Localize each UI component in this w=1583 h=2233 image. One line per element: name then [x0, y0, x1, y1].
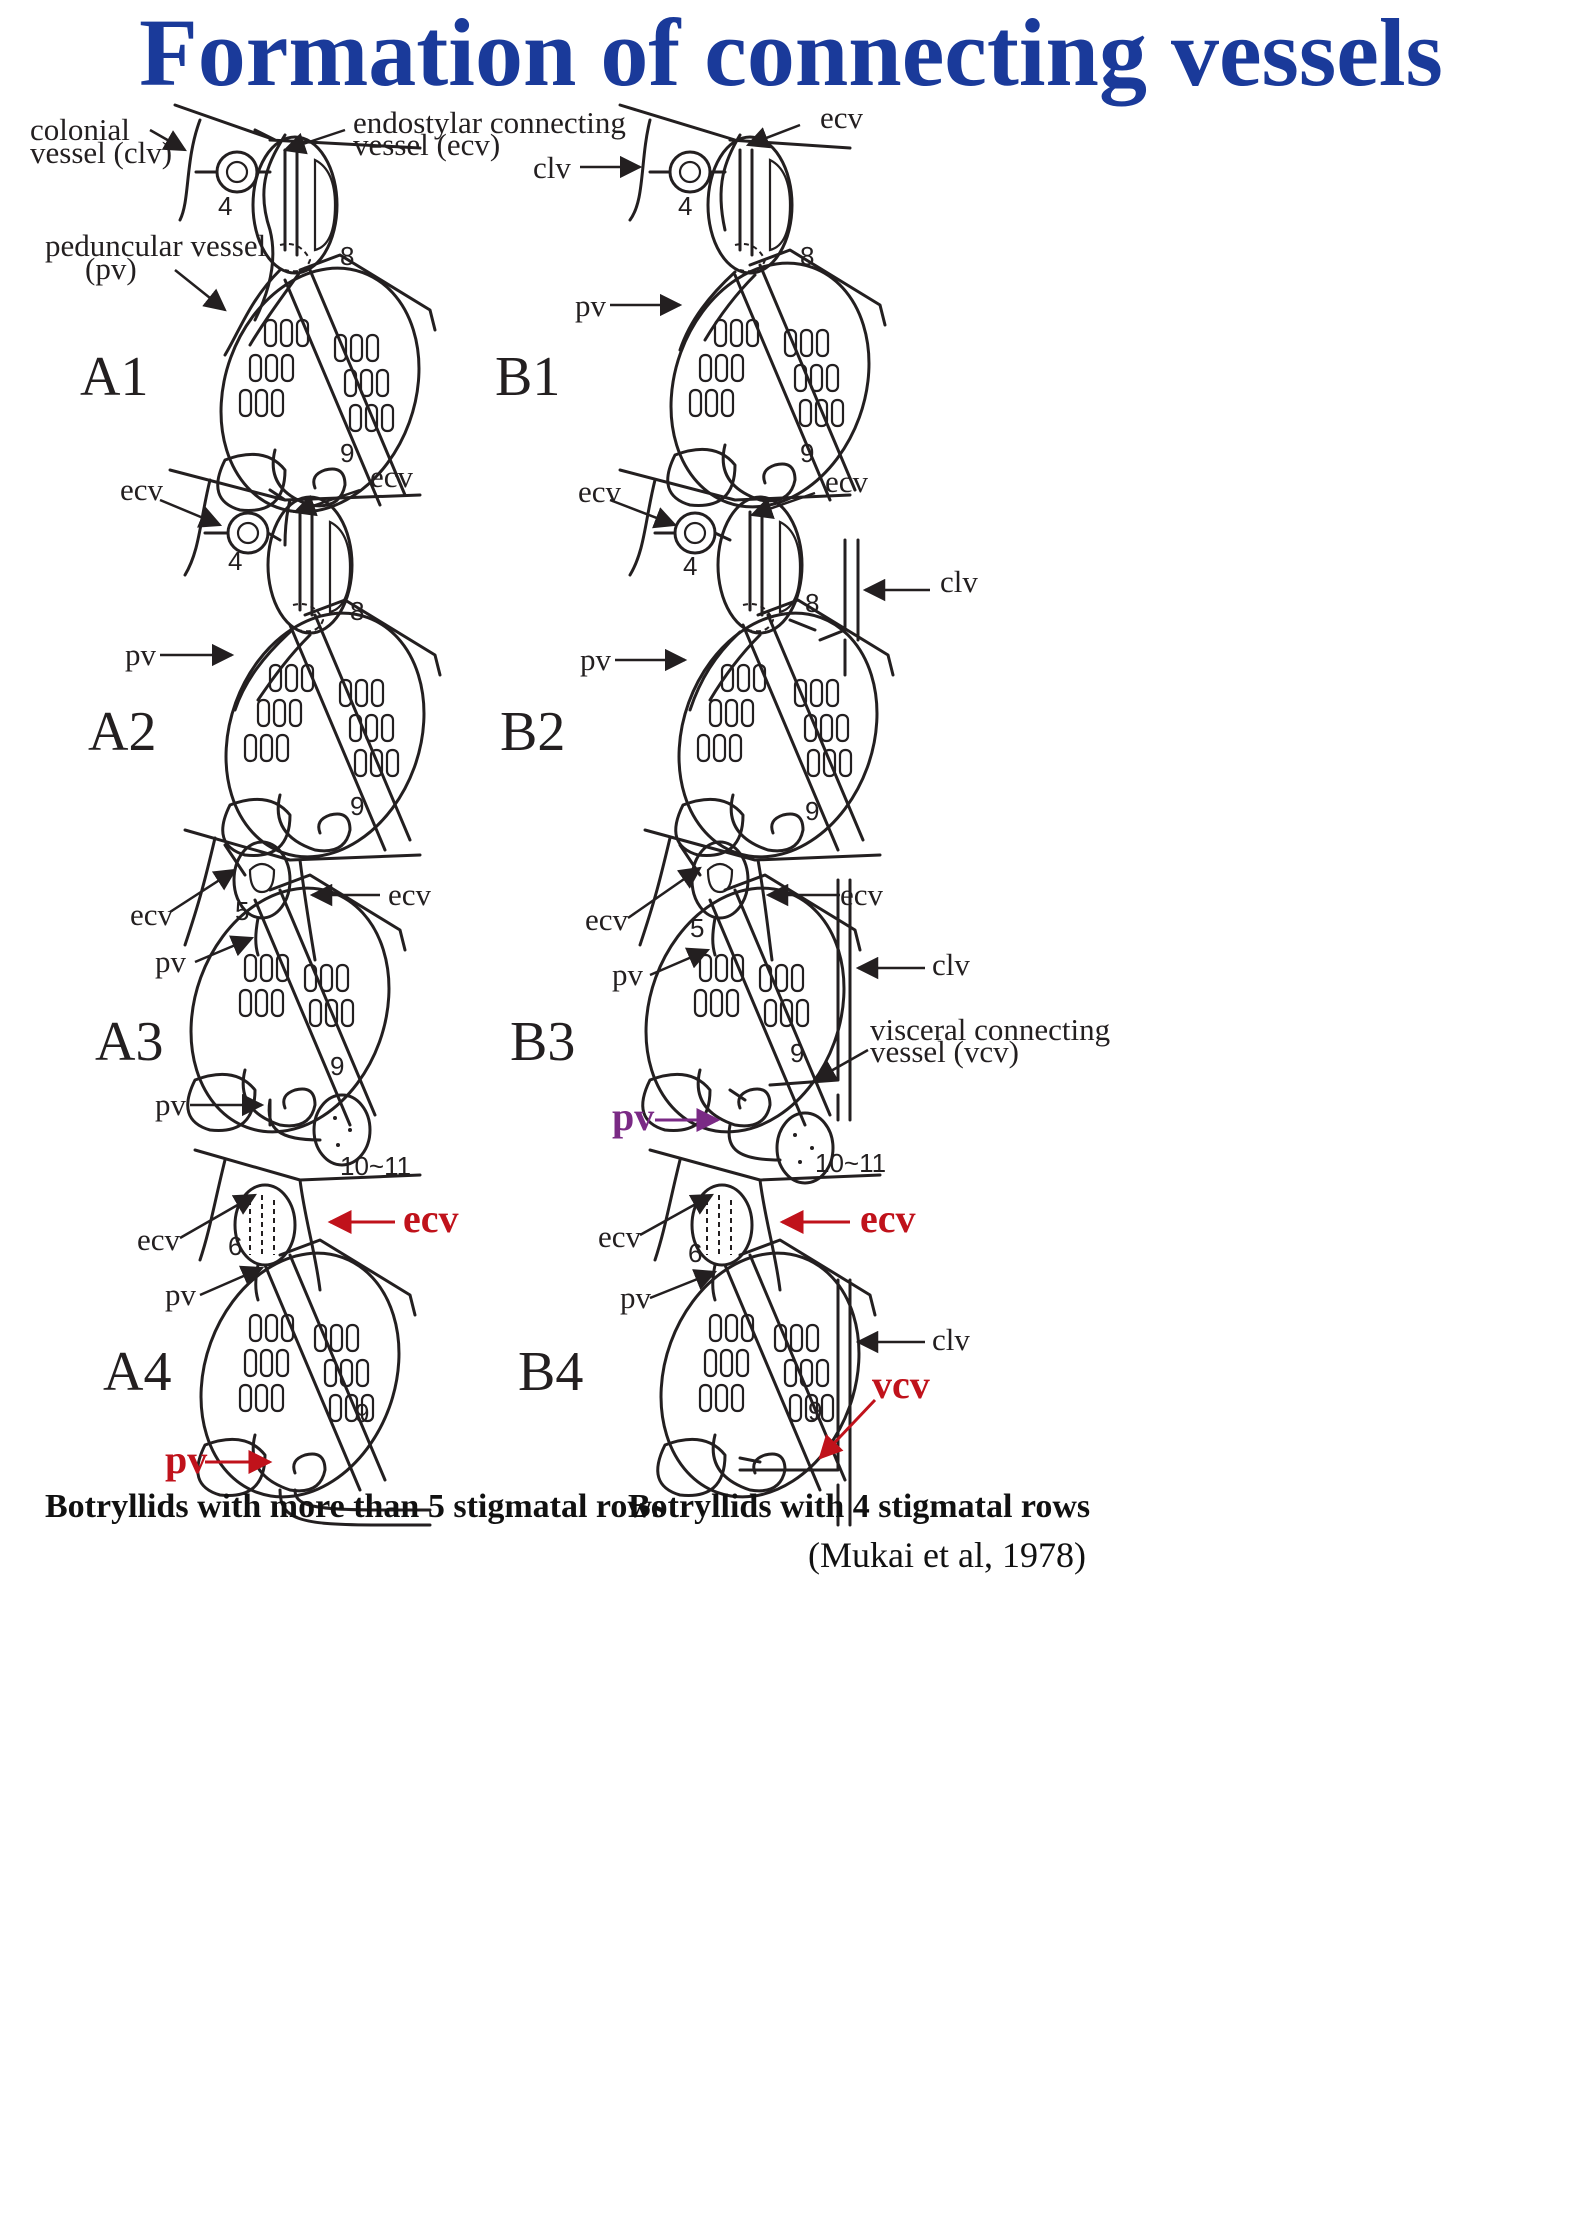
stage-b3-5: 5 — [690, 913, 704, 943]
annotation-arrows — [149, 123, 930, 1474]
panel-label-a1: A1 — [80, 346, 148, 408]
label-pv-full-2: (pv) — [85, 251, 137, 286]
panel-label-a3: A3 — [95, 1011, 163, 1073]
label-pv-full-1: peduncular vessel — [45, 228, 266, 263]
label-b3-clv: clv — [932, 947, 970, 982]
label-b2-clv: clv — [940, 564, 978, 599]
label-b4-clv: clv — [932, 1322, 970, 1357]
label-ecv-full-1: endostylar connecting — [353, 105, 626, 140]
panel-b4-drawing — [626, 1148, 894, 1527]
label-a4-pv: pv — [165, 1277, 197, 1312]
stage-a2-4: 4 — [228, 546, 242, 576]
label-a3-ecv-left: ecv — [130, 897, 174, 932]
stage-b2-8: 8 — [805, 588, 819, 618]
stage-a3-9: 9 — [330, 1051, 344, 1081]
label-b2-ecv-left: ecv — [578, 474, 622, 509]
label-b1-ecv: ecv — [820, 100, 864, 135]
stage-b1-4: 4 — [678, 191, 692, 221]
label-b4-vcv-highlight: vcv — [872, 1362, 930, 1407]
label-a4-pv-highlight: pv — [165, 1437, 207, 1482]
label-a3-pv-upper: pv — [155, 944, 187, 979]
panel-label-b2: B2 — [500, 701, 565, 763]
stage-a1-8: 8 — [340, 241, 354, 271]
label-a3-pv-lower: pv — [155, 1087, 187, 1122]
stage-a2-9: 9 — [350, 791, 364, 821]
panel-label-b4: B4 — [518, 1341, 583, 1403]
stage-a2-8: 8 — [350, 596, 364, 626]
panel-b3-drawing — [611, 828, 882, 1185]
label-b1-pv: pv — [575, 288, 607, 323]
label-b3-pv-highlight: pv — [612, 1094, 654, 1139]
label-a2-ecv-left: ecv — [120, 472, 164, 507]
stage-b1-8: 8 — [800, 241, 814, 271]
caption-left: Botryllids with more than 5 stigmatal ro… — [45, 1488, 665, 1525]
label-b4-pv: pv — [620, 1280, 652, 1315]
label-b4-ecv-highlight: ecv — [860, 1196, 916, 1241]
panel-a4-drawing — [166, 1148, 434, 1527]
panel-b2-drawing — [618, 468, 912, 887]
panel-a2-drawing — [168, 468, 459, 887]
label-a2-ecv-right: ecv — [370, 459, 414, 494]
panel-a3-drawing — [156, 828, 424, 1167]
stage-b4-9: 9 — [808, 1396, 822, 1426]
stage-b4-6: 6 — [688, 1238, 702, 1268]
label-a4-ecv-left: ecv — [137, 1222, 181, 1257]
label-b3-ecv-left: ecv — [585, 902, 629, 937]
stage-b3-9: 9 — [790, 1038, 804, 1068]
stage-b3-10-11: 10~11 — [815, 1148, 886, 1178]
panel-label-a4: A4 — [103, 1341, 171, 1403]
label-b3-pv: pv — [612, 957, 644, 992]
stage-a4-9: 9 — [355, 1398, 369, 1428]
figure-title: Formation of connecting vessels — [139, 0, 1443, 106]
label-b2-pv: pv — [580, 642, 612, 677]
stage-a3-5: 5 — [235, 896, 249, 926]
label-a4-ecv-highlight: ecv — [403, 1196, 459, 1241]
panel-label-b1: B1 — [495, 346, 560, 408]
stage-a3-10-11: 10~11 — [340, 1151, 411, 1181]
label-b4-ecv-left: ecv — [598, 1219, 642, 1254]
label-b1-clv: clv — [533, 150, 571, 185]
panel-a1-drawing — [173, 103, 454, 542]
label-ecv-full-2: vessel (ecv) — [353, 127, 500, 162]
caption-right: Botryllids with 4 stigmatal rows — [628, 1488, 1090, 1525]
stage-b2-9: 9 — [805, 796, 819, 826]
label-colonial-1: colonial — [30, 112, 130, 147]
label-vcv-full-2: vessel (vcv) — [870, 1034, 1019, 1069]
stage-a4-6: 6 — [228, 1231, 242, 1261]
stage-a1-9: 9 — [340, 438, 354, 468]
stage-b1-9: 9 — [800, 438, 814, 468]
label-b3-ecv-right: ecv — [840, 877, 884, 912]
label-colonial-2: vessel (clv) — [30, 135, 172, 170]
label-vcv-full-1: visceral connecting — [870, 1012, 1110, 1047]
stage-a1-4: 4 — [218, 191, 232, 221]
label-a3-ecv-right: ecv — [388, 877, 432, 912]
stage-b2-4: 4 — [683, 551, 697, 581]
citation: (Mukai et al, 1978) — [808, 1535, 1086, 1575]
panel-label-a2: A2 — [88, 701, 156, 763]
panel-label-b3: B3 — [510, 1011, 575, 1073]
label-b2-ecv-right: ecv — [825, 464, 869, 499]
label-a2-pv: pv — [125, 637, 157, 672]
